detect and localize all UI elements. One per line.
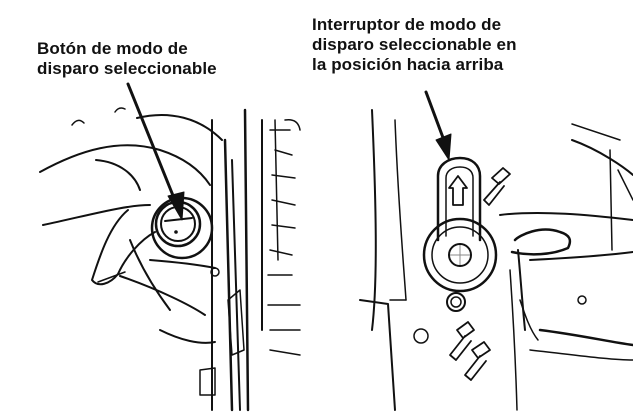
switch-knob (422, 217, 498, 293)
label-left-callout: Botón de modo de disparo seleccionable (37, 39, 217, 79)
label-left-line-2: disparo seleccionable (37, 59, 217, 78)
nail-pin-icon-mid (449, 321, 475, 361)
label-right-line-1: Interruptor de modo de (312, 15, 502, 34)
label-left-line-1: Botón de modo de (37, 39, 188, 58)
left-panel-nailer-side-view (39, 107, 301, 412)
left-callout-arrow (126, 82, 185, 221)
washer-icon (446, 292, 466, 312)
nail-pin-icon-low (464, 341, 491, 381)
screw-icon-right (577, 295, 587, 305)
label-right-line-3: la posición hacia arriba (312, 55, 504, 74)
nail-pin-icon-top (483, 167, 511, 206)
trigger-shape (91, 209, 156, 286)
label-right-callout: Interruptor de modo de disparo seleccion… (312, 15, 517, 75)
right-panel-switch-view (359, 109, 633, 411)
up-arrow-icon (448, 175, 468, 206)
label-right-line-2: disparo seleccionable en (312, 35, 517, 54)
right-callout-arrow (424, 90, 452, 161)
switch-slider-housing (436, 156, 482, 242)
